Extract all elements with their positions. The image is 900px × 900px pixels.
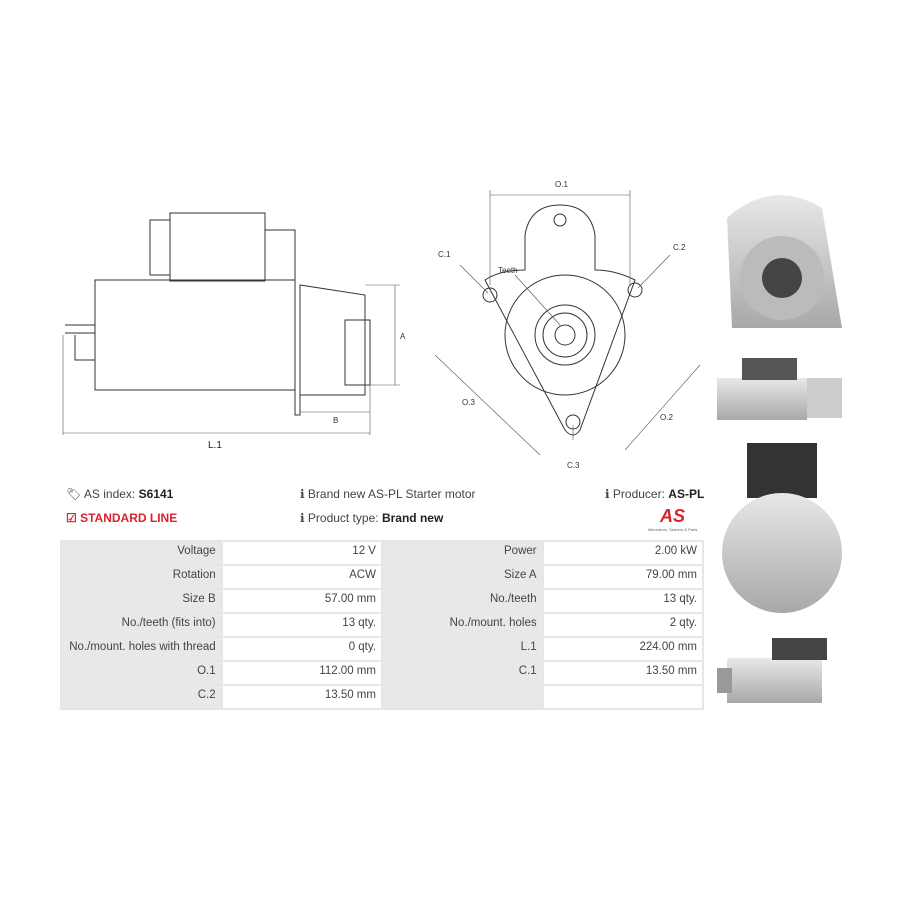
producer-label: Producer: [612,487,665,501]
spec-value: 12 V [220,540,383,566]
spec-label: No./teeth (fits into) [60,612,223,638]
product-type-value: Brand new [381,511,444,525]
spec-label: L.1 [380,636,544,662]
table-row: No./teeth (fits into)13 qty.No./mount. h… [60,612,705,638]
label-o3: O.3 [462,398,475,407]
spec-value: 57.00 mm [220,588,383,614]
spec-value: 112.00 mm [220,660,383,686]
spec-label: No./mount. holes [380,612,544,638]
product-photos [717,195,842,703]
photo-front [727,195,842,328]
spec-label: O.1 [60,660,223,686]
photo-side [717,358,842,420]
spec-value: 79.00 mm [541,564,705,590]
as-index-label: AS index: [83,487,136,501]
spec-value: 224.00 mm [541,636,705,662]
label-c1: C.1 [438,250,451,259]
info-icon: ℹ [300,511,305,525]
spec-label: Rotation [60,564,223,590]
spec-label [380,684,544,710]
spec-label: C.1 [380,660,544,686]
spec-label: No./mount. holes with thread [60,636,223,662]
product-type-label: Product type: [307,511,379,525]
spec-value: 2.00 kW [541,540,705,566]
photo-rear [722,443,842,613]
spec-label: No./teeth [380,588,544,614]
label-c3: C.3 [567,461,580,470]
label-b: B [333,416,338,425]
info-icon: ℹ [300,487,305,501]
spec-label: C.2 [60,684,223,710]
spec-value: 13.50 mm [541,660,705,686]
label-o1: O.1 [555,180,568,189]
logo-text: AS [659,506,685,526]
side-view-drawing: L.1 B A [62,212,406,451]
spec-value: 0 qty. [220,636,383,662]
as-pl-logo: AS Alternators, Starters & Parts [640,506,705,532]
description-text: Brand new AS-PL Starter motor [307,487,476,501]
label-c2: C.2 [673,243,686,252]
label-o2: O.2 [660,413,673,422]
label-teeth: Teeth [498,266,518,275]
spec-label: Size B [60,588,223,614]
as-index: 🏷 AS index: S6141 [66,487,173,501]
producer: ℹ Producer: AS-PL [605,487,704,501]
standard-line-badge: ☑ STANDARD LINE [66,511,177,525]
logo-tagline: Alternators, Starters & Parts [647,527,698,532]
spec-label: Size A [380,564,544,590]
description: ℹ Brand new AS-PL Starter motor [300,487,476,501]
label-l1: L.1 [208,440,222,451]
line-label: STANDARD LINE [80,511,178,525]
spec-value [541,684,705,710]
photo-angle [717,638,827,703]
product-type: ℹ Product type: Brand new [300,511,443,525]
spec-label: Voltage [60,540,223,566]
as-index-value: S6141 [138,487,174,501]
info-icon: ℹ [605,487,610,501]
label-a: A [400,332,406,341]
front-view-drawing: O.1 C.1 C.2 Teeth O.3 O.2 C.3 [434,180,701,470]
check-square-icon: ☑ [66,511,77,525]
spec-value: 2 qty. [541,612,705,638]
tags-icon: 🏷 [66,487,82,501]
producer-value: AS-PL [668,487,705,501]
spec-value: 13.50 mm [220,684,383,710]
spec-label: Power [380,540,544,566]
spec-value: 13 qty. [220,612,383,638]
spec-value: 13 qty. [541,588,705,614]
spec-value: ACW [220,564,383,590]
